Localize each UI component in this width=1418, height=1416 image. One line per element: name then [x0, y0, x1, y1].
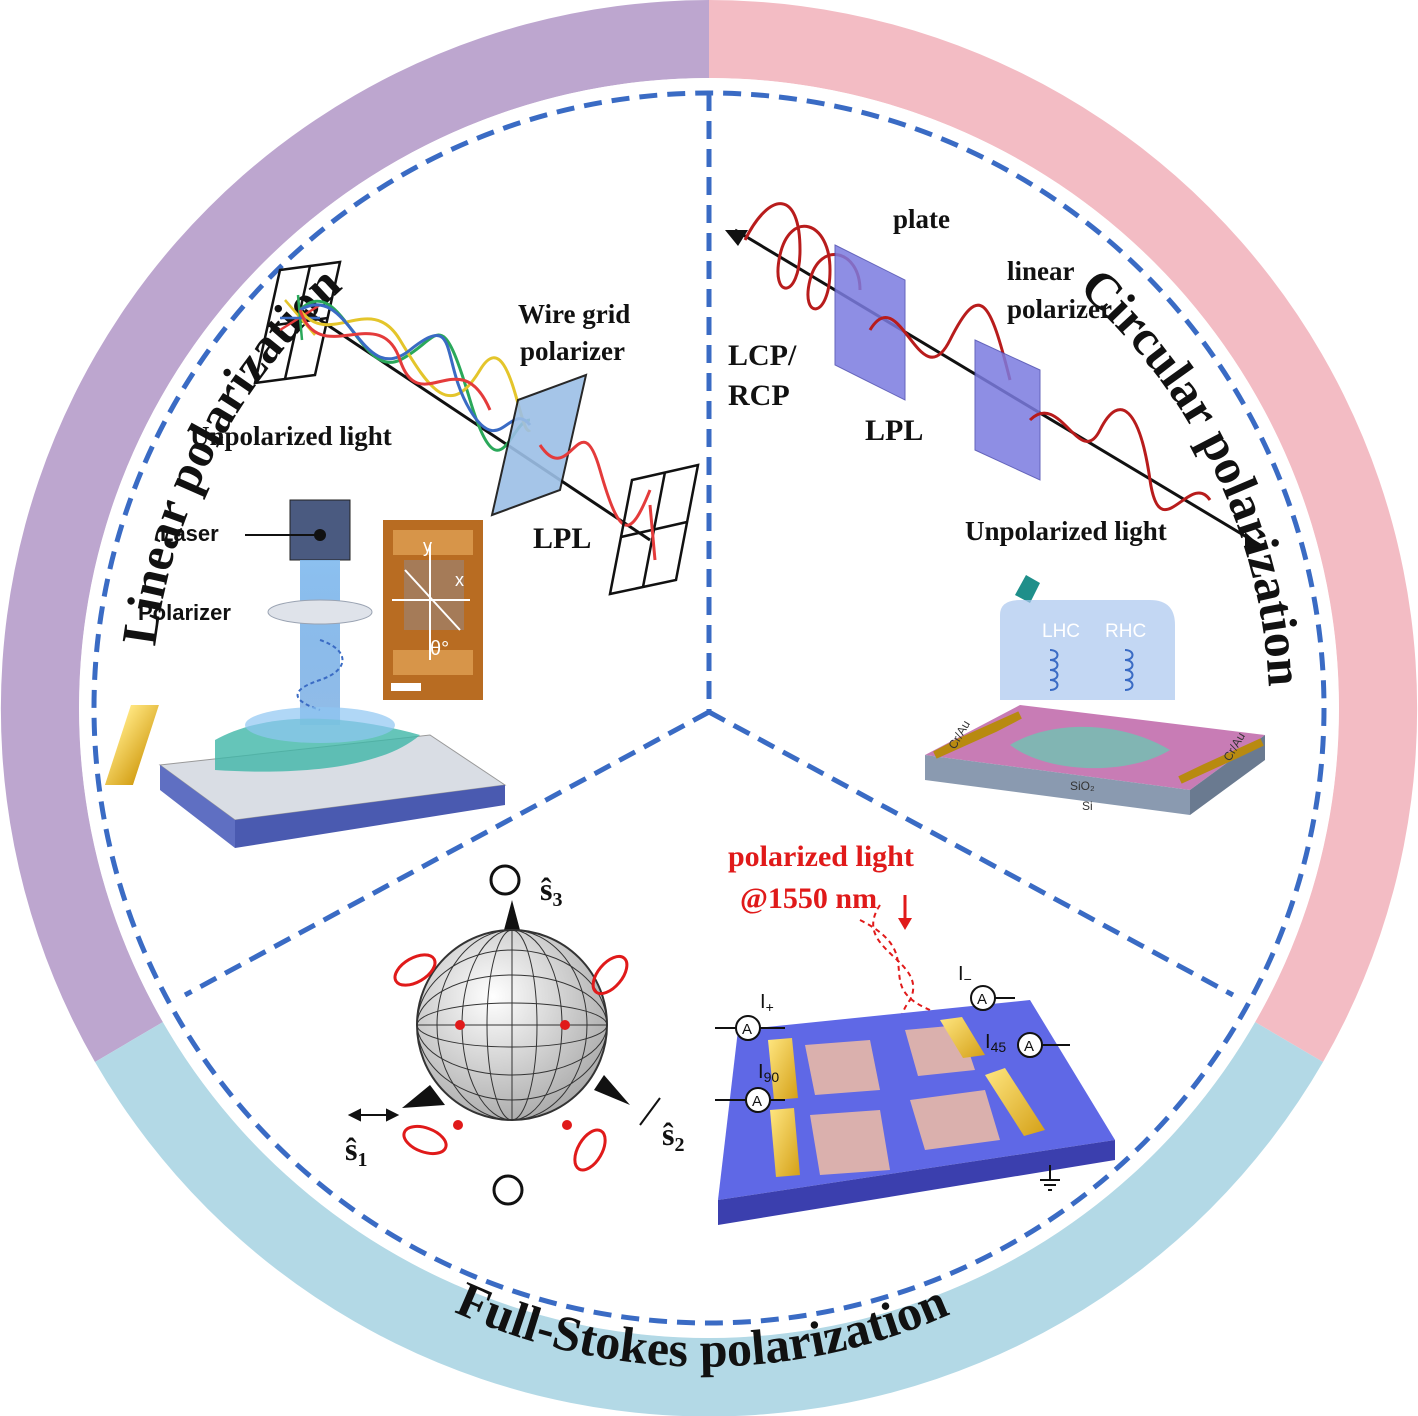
polarization-ellipse-icons [393, 953, 629, 1172]
si-layer [925, 755, 1190, 815]
output-grid-icon [608, 463, 700, 596]
lpl-label-circular: LPL [865, 414, 923, 447]
ammeter-minus-symbol: A [977, 991, 987, 1008]
circular-panel: plate linear polarizer LCP/ RCP LPL Unpo… [725, 202, 1265, 815]
lcp-label-2: RCP [728, 379, 790, 412]
ammeter-90-symbol: A [752, 1093, 762, 1110]
laser-label: Laser [160, 521, 219, 546]
s1-arrow [402, 1085, 445, 1108]
i-plus-label: I+ [760, 991, 774, 1015]
wire-grid-label-1: Wire grid [518, 299, 630, 329]
s1-label: ŝ1 [345, 1131, 367, 1171]
wave-yellow [298, 309, 532, 432]
device-micrograph-inset: y x θ° [383, 520, 483, 700]
ring-sector-circular [709, 0, 1418, 1062]
rhc-label: RHC [1105, 621, 1146, 642]
wire-grid-label-2: polarizer [520, 336, 625, 366]
sio2-label: SiO₂ [1070, 779, 1095, 793]
circular-helix [743, 202, 862, 311]
electrode-3 [770, 1108, 800, 1177]
lcp-label-1: LCP/ [728, 339, 797, 372]
lhc-label: LHC [1042, 621, 1080, 642]
ammeters [715, 985, 1070, 1113]
pixel-1 [805, 1040, 880, 1095]
pixel-4 [910, 1090, 1000, 1150]
input-grid-icon [253, 260, 342, 385]
divider-right [707, 709, 1235, 998]
i-minus-label: I− [958, 963, 972, 987]
light-cone [1000, 600, 1175, 700]
device-substrate-side [235, 785, 505, 848]
i-45-label: I45 [985, 1031, 1006, 1055]
pixel-3 [810, 1110, 890, 1175]
s2-label: ŝ2 [662, 1116, 684, 1156]
linear-polarizer-plate [974, 339, 1041, 481]
unpolarized-wave-circular [1028, 408, 1212, 511]
wire-grid-polarizer [490, 373, 588, 517]
s3-bottom-circle-icon [492, 1174, 524, 1206]
s2-arrow [594, 1075, 630, 1105]
electrode-4 [985, 1068, 1045, 1136]
ground-icon [1040, 1165, 1060, 1191]
linear-polarizer-label-1: linear [1007, 256, 1075, 286]
unpolarized-light-label-circular: Unpolarized light [965, 516, 1167, 546]
lpl-label-linear: LPL [533, 522, 591, 555]
i-90-label: I90 [758, 1061, 779, 1085]
polarized-light-wavelength-label: @1550 nm [740, 882, 877, 915]
ammeter-plus-symbol: A [742, 1021, 752, 1038]
fullstokes-panel: ŝ1 ŝ2 ŝ3 polarized light @1550 nm [345, 840, 1115, 1225]
electrode-1 [768, 1038, 798, 1100]
s2-double-arrow-icon [639, 1097, 661, 1126]
divider-left [183, 709, 711, 998]
s3-label: ŝ3 [540, 871, 562, 911]
s1-double-arrow-icon [347, 1108, 400, 1122]
plate-label: plate [893, 204, 950, 234]
linear-polarizer-label-2: polarizer [1007, 294, 1112, 324]
ring-sector-fullstokes [95, 1022, 1323, 1416]
flashlight-icon [1015, 575, 1040, 603]
polarized-light-label: polarized light [728, 840, 914, 873]
ring-sector-linear [0, 0, 709, 1062]
waveplate [834, 244, 906, 401]
si-label: Si [1082, 799, 1093, 813]
lpl-wave [538, 440, 652, 527]
sphere-grid [416, 929, 608, 1121]
s3-circle-icon [489, 864, 521, 896]
chiral-photodetector: LHC RHC Cr/Au Cr/Au SiO₂ Si [925, 575, 1265, 815]
laser-beam [300, 560, 340, 725]
linear-panel: Unpolarized light Wire grid polarizer LP… [104, 260, 700, 848]
wave-red [298, 309, 492, 411]
inset-y-axis-label: y [423, 536, 432, 556]
inset-angle-label: θ° [430, 638, 449, 660]
lpl-wave-circular [868, 303, 1012, 381]
polarizer-label: Polarizer [138, 600, 231, 625]
electrode-2 [940, 1017, 985, 1058]
unpolarized-light-label: Unpolarized light [190, 421, 392, 451]
electrode-right [104, 705, 159, 785]
ammeter-45-symbol: A [1024, 1038, 1034, 1055]
inset-x-axis-label: x [455, 570, 464, 590]
wave-blue [299, 303, 532, 433]
polarizer-disk [267, 599, 373, 625]
